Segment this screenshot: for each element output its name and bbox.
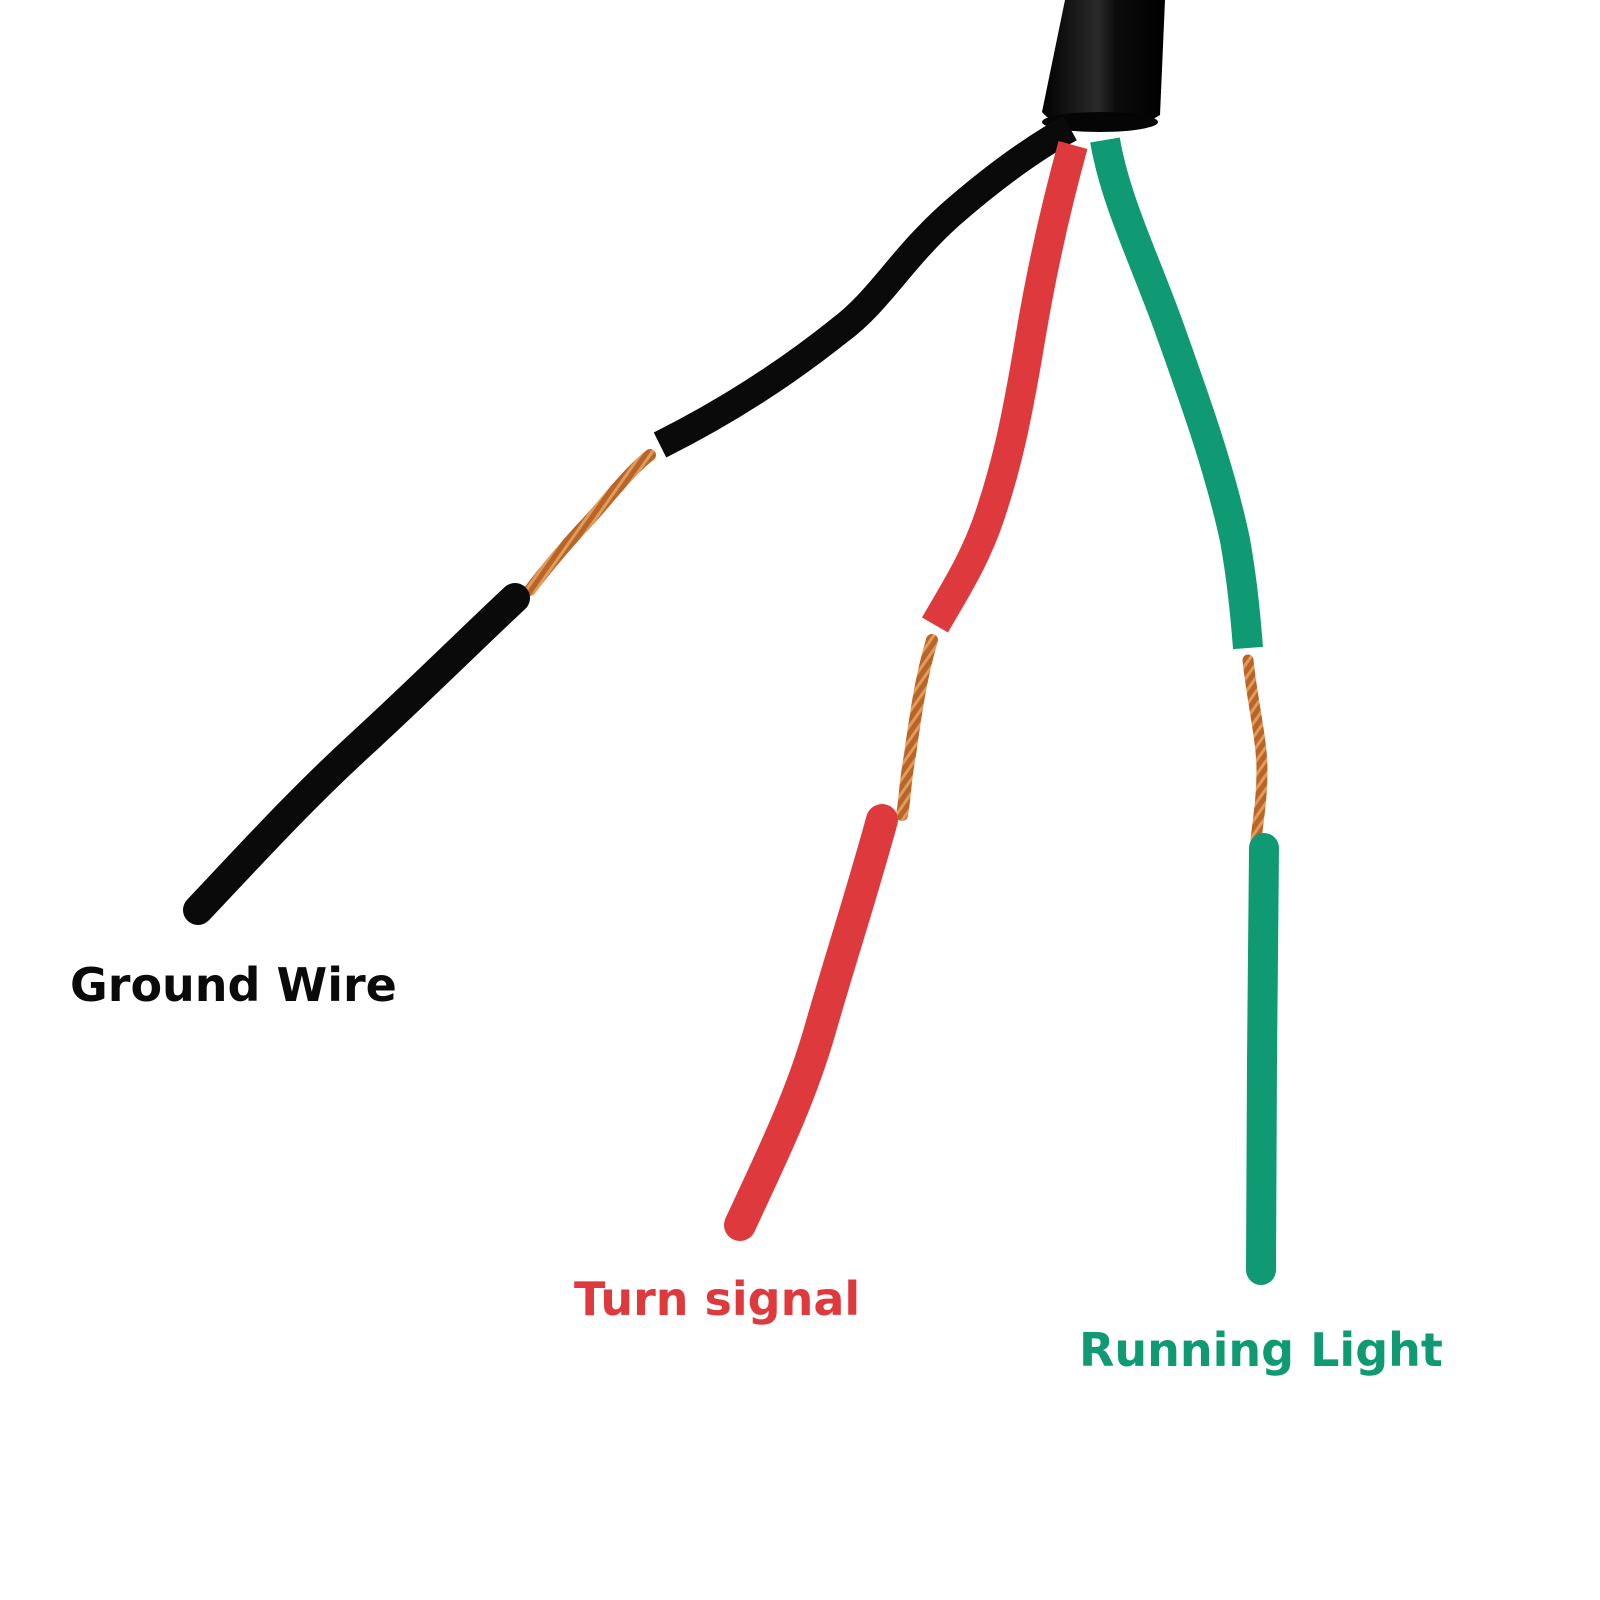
turn-wire-insulation-upper — [921, 140, 1088, 633]
running-light-label: Running Light — [1079, 1323, 1443, 1377]
running-light-wire — [1090, 137, 1279, 1285]
ground-wire — [183, 115, 1077, 925]
ground-wire-insulation-upper — [653, 115, 1077, 458]
ground-wire-copper — [524, 449, 656, 596]
cable-jacket — [1042, 0, 1165, 132]
turn-signal-label: Turn signal — [574, 1272, 861, 1326]
running-wire-insulation-lower — [1246, 833, 1279, 1285]
ground-wire-insulation-lower — [183, 583, 530, 925]
turn-signal-wire — [724, 140, 1088, 1241]
ground-wire-label: Ground Wire — [70, 958, 397, 1012]
turn-wire-insulation-lower — [724, 804, 898, 1241]
running-wire-copper — [1242, 654, 1268, 846]
running-wire-insulation-upper — [1090, 137, 1263, 650]
turn-wire-copper — [896, 634, 938, 821]
